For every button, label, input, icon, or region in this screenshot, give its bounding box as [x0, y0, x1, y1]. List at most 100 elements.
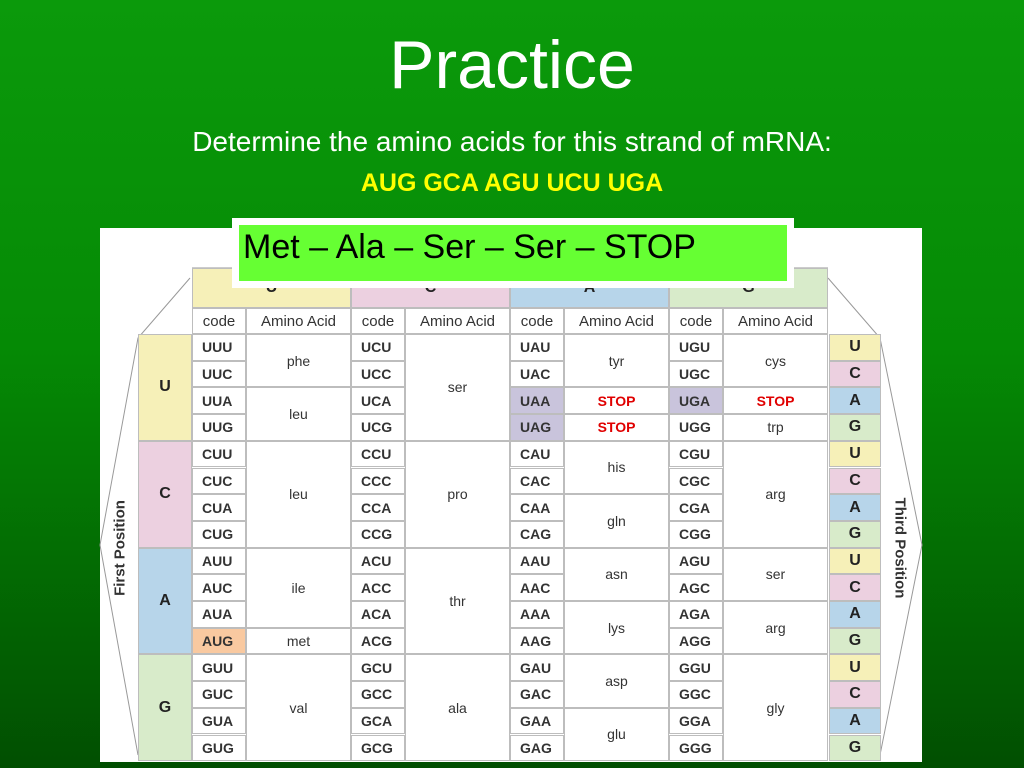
codon-acu: ACU — [351, 547, 405, 575]
amino-acid-leu: leu — [246, 387, 351, 441]
codon-uua: UUA — [192, 387, 246, 415]
codon-uac: UAC — [510, 360, 564, 388]
amino-acid-gly: gly — [723, 654, 828, 762]
amino-acid-stop: STOP — [564, 414, 669, 441]
codon-agc: AGC — [669, 574, 723, 601]
amino-acid-met: met — [246, 627, 351, 655]
codon-uug: UUG — [192, 414, 246, 441]
codon-ugg: UGG — [669, 414, 723, 441]
amino-acid-gln: gln — [564, 494, 669, 548]
codon-aag: AAG — [510, 627, 564, 655]
codon-uaa: UAA — [510, 387, 564, 415]
codon-uuc: UUC — [192, 360, 246, 388]
answer-text: Met – Ala – Ser – Ser – STOP — [239, 225, 787, 281]
third-position-label: Third Position — [891, 497, 909, 599]
codon-uga: UGA — [669, 387, 723, 415]
amino-acid-asp: asp — [564, 654, 669, 708]
first-position-a: A — [138, 547, 192, 655]
codon-gcc: GCC — [351, 681, 405, 708]
codon-acc: ACC — [351, 574, 405, 601]
codon-aau: AAU — [510, 547, 564, 575]
column-header-code: code — [669, 308, 723, 334]
codon-gau: GAU — [510, 654, 564, 682]
column-header-code: code — [510, 308, 564, 334]
column-header-amino-acid: Amino Acid — [246, 308, 351, 334]
third-position-u: U — [829, 654, 881, 682]
codon-ucu: UCU — [351, 334, 405, 361]
codon-ccg: CCG — [351, 520, 405, 548]
codon-cuc: CUC — [192, 467, 246, 495]
slide-title: Practice — [389, 27, 635, 103]
third-position-a: A — [829, 387, 881, 415]
first-position-label: First Position — [111, 500, 129, 596]
first-position-c: C — [138, 440, 192, 548]
column-header-code: code — [192, 308, 246, 334]
codon-gca: GCA — [351, 707, 405, 735]
codon-auu: AUU — [192, 547, 246, 575]
amino-acid-thr: thr — [405, 547, 510, 655]
amino-acid-stop: STOP — [564, 387, 669, 415]
amino-acid-ser: ser — [723, 547, 828, 601]
amino-acid-glu: glu — [564, 707, 669, 762]
codon-aga: AGA — [669, 601, 723, 628]
first-position-u: U — [138, 334, 192, 441]
codon-cua: CUA — [192, 494, 246, 521]
third-position-a: A — [829, 494, 881, 521]
codon-gug: GUG — [192, 734, 246, 762]
codon-caa: CAA — [510, 494, 564, 521]
amino-acid-trp: trp — [723, 414, 828, 441]
third-position-g: G — [829, 414, 881, 441]
amino-acid-stop: STOP — [723, 387, 828, 415]
codon-cca: CCA — [351, 494, 405, 521]
third-position-a: A — [829, 707, 881, 735]
amino-acid-arg: arg — [723, 440, 828, 548]
codon-ggc: GGC — [669, 681, 723, 708]
first-position-g: G — [138, 654, 192, 762]
answer-box: Met – Ala – Ser – Ser – STOP — [232, 218, 794, 288]
third-position-u: U — [829, 440, 881, 468]
amino-acid-cys: cys — [723, 334, 828, 388]
codon-guu: GUU — [192, 654, 246, 682]
amino-acid-pro: pro — [405, 440, 510, 548]
codon-ucg: UCG — [351, 414, 405, 441]
column-header-amino-acid: Amino Acid — [564, 308, 669, 334]
codon-cuu: CUU — [192, 440, 246, 468]
amino-acid-val: val — [246, 654, 351, 762]
codon-gcu: GCU — [351, 654, 405, 682]
third-position-c: C — [829, 467, 881, 495]
amino-acid-ser: ser — [405, 334, 510, 441]
codon-ucc: UCC — [351, 360, 405, 388]
codon-uag: UAG — [510, 414, 564, 441]
codon-aug: AUG — [192, 627, 246, 655]
amino-acid-leu: leu — [246, 440, 351, 548]
third-position-a: A — [829, 601, 881, 628]
codon-gac: GAC — [510, 681, 564, 708]
codon-aca: ACA — [351, 601, 405, 628]
codon-cgc: CGC — [669, 467, 723, 495]
third-position-g: G — [829, 627, 881, 655]
codon-ugu: UGU — [669, 334, 723, 361]
codon-acg: ACG — [351, 627, 405, 655]
slide-subtitle: Determine the amino acids for this stran… — [192, 126, 832, 157]
codon-auc: AUC — [192, 574, 246, 601]
codon-gua: GUA — [192, 707, 246, 735]
amino-acid-tyr: tyr — [564, 334, 669, 388]
column-header-amino-acid: Amino Acid — [405, 308, 510, 334]
codon-cac: CAC — [510, 467, 564, 495]
third-position-u: U — [829, 334, 881, 361]
codon-aac: AAC — [510, 574, 564, 601]
mrna-strand: AUG GCA AGU UCU UGA — [360, 169, 664, 197]
amino-acid-asn: asn — [564, 547, 669, 601]
amino-acid-ala: ala — [405, 654, 510, 762]
codon-gaa: GAA — [510, 707, 564, 735]
codon-ugc: UGC — [669, 360, 723, 388]
amino-acid-his: his — [564, 440, 669, 495]
codon-ggu: GGU — [669, 654, 723, 682]
codon-cga: CGA — [669, 494, 723, 521]
codon-aua: AUA — [192, 601, 246, 628]
third-position-g: G — [829, 520, 881, 548]
codon-uau: UAU — [510, 334, 564, 361]
codon-cag: CAG — [510, 520, 564, 548]
codon-cug: CUG — [192, 520, 246, 548]
third-position-c: C — [829, 681, 881, 708]
